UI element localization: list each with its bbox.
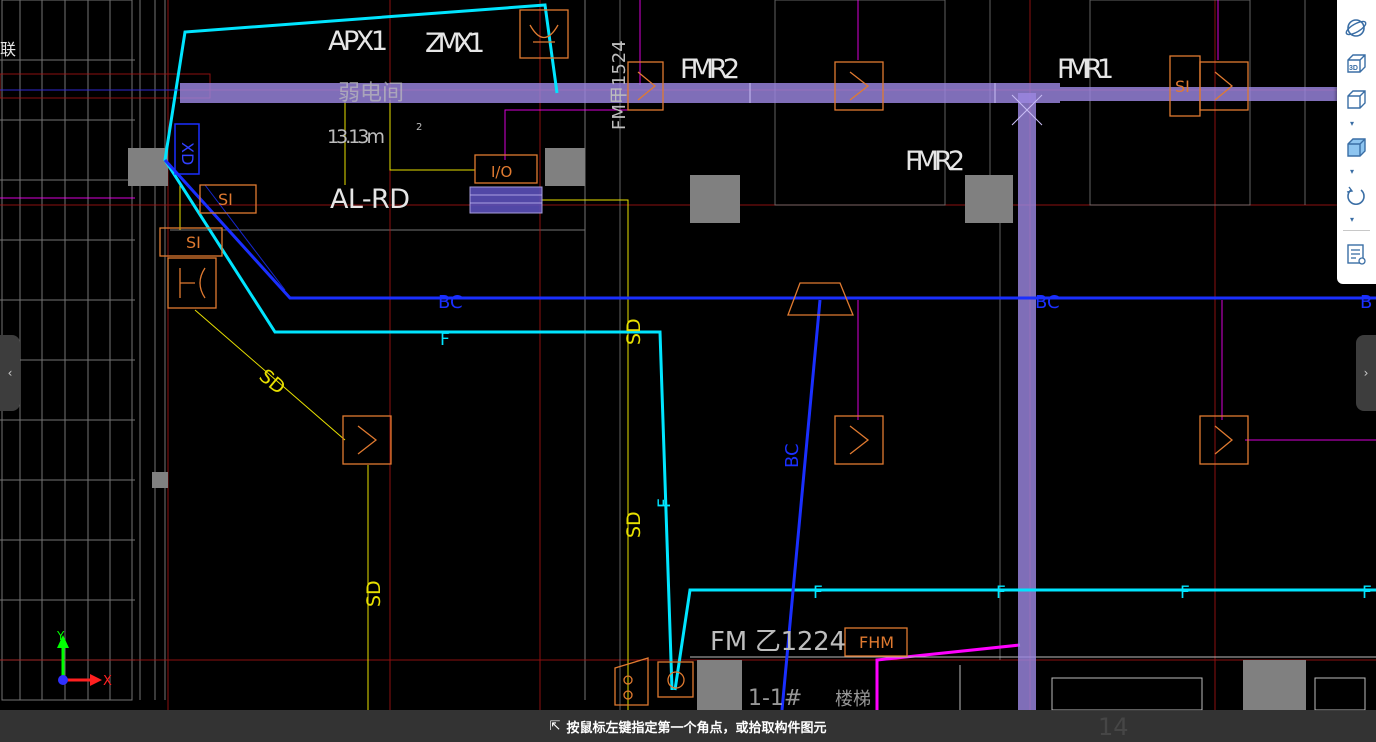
- label-fm1524: FM甲1524: [609, 40, 630, 130]
- 3d-view-button[interactable]: 3D: [1342, 50, 1370, 78]
- io-hatch: [469, 186, 543, 214]
- label-si-b: SI: [186, 233, 201, 252]
- column-blocks: [128, 148, 1306, 710]
- ucs-axis-icon: [57, 635, 102, 686]
- label-sd-v1: SD: [623, 318, 645, 345]
- magenta-pipe-lower: [875, 643, 1021, 710]
- wireframe-view-dropdown[interactable]: ▾: [1350, 119, 1355, 128]
- label-f-vertical: F: [655, 498, 675, 508]
- label-fhm: FHM: [859, 633, 894, 652]
- label-bc-2: BC: [1035, 292, 1060, 313]
- label-sd-diag: SD: [255, 365, 290, 399]
- label-stair: 楼梯: [835, 689, 871, 710]
- wireframe-cube-icon: [1347, 90, 1366, 109]
- structure-lines: [619, 0, 1306, 710]
- solid-cube-icon: [1347, 138, 1366, 157]
- label-si-a: SI: [218, 190, 233, 209]
- navy-lines: [0, 89, 286, 291]
- view-toolbar: 3D ▾ ▾ ▾: [1337, 0, 1376, 284]
- air-duct: [180, 83, 1350, 710]
- equipment-symbols: [159, 9, 1249, 706]
- solid-view-dropdown[interactable]: ▾: [1350, 167, 1355, 176]
- label-area: 13.13m: [327, 126, 385, 148]
- select-corner-icon: ⇱: [549, 718, 561, 734]
- io-hatch-lines: [470, 194, 542, 204]
- label-area-sup: 2: [416, 122, 422, 133]
- properties-icon: [1347, 244, 1366, 265]
- solid-view-button[interactable]: [1342, 134, 1370, 162]
- left-grid-lines: [0, 0, 586, 701]
- orbit-button[interactable]: [1342, 14, 1370, 42]
- command-prompt-text: 按鼠标左键指定第一个角点，或拾取构件图元: [566, 719, 827, 735]
- blue-pipe-bc: [163, 158, 1376, 711]
- label-xd: XD: [178, 142, 197, 165]
- right-panel-toggle[interactable]: ›: [1356, 335, 1376, 411]
- label-f-4: F: [1180, 583, 1190, 603]
- label-sd-v3: SD: [363, 580, 385, 607]
- label-fmr2-top: FMR2: [680, 54, 740, 85]
- left-panel-toggle[interactable]: ‹: [0, 335, 20, 411]
- label-stair-num: 1-1#: [748, 686, 802, 711]
- label-f-2: F: [813, 583, 823, 603]
- label-f-5: F: [1362, 583, 1372, 603]
- label-si-c: SI: [1175, 77, 1190, 96]
- label-room-name: 弱电间: [338, 81, 404, 106]
- chevron-left-icon: ‹: [7, 366, 13, 380]
- toolbar-divider: [1343, 230, 1370, 231]
- label-bc-vertical: BC: [782, 443, 803, 468]
- command-prompt-bar: ⇱ 按鼠标左键指定第一个角点，或拾取构件图元: [0, 710, 1376, 742]
- label-bc-3: B: [1360, 292, 1372, 313]
- label-apx1: APX1: [328, 26, 388, 57]
- label-fmr2-mid: FMR2: [905, 146, 965, 177]
- wireframe-view-button[interactable]: [1342, 86, 1370, 114]
- xd-box: [174, 123, 200, 175]
- rotate-dropdown[interactable]: ▾: [1350, 215, 1355, 224]
- yellow-lines: [179, 100, 629, 710]
- label-io: I/O: [491, 163, 512, 181]
- rotate-button[interactable]: [1342, 182, 1370, 210]
- label-sd-v2: SD: [623, 511, 645, 538]
- label-al-rd: AL-RD: [330, 184, 410, 215]
- label-fm1224: FM 乙1224: [710, 627, 846, 657]
- chevron-right-icon: ›: [1363, 366, 1369, 380]
- label-f-1: F: [440, 330, 450, 350]
- rotate-icon: [1346, 186, 1365, 205]
- label-fmr1: FMR1: [1057, 54, 1114, 85]
- orbit-icon: [1345, 19, 1367, 37]
- 3d-view-label: 3D: [1349, 65, 1358, 72]
- label-zmx1: ZMX1: [425, 28, 485, 59]
- axis-label-x: X: [103, 674, 112, 689]
- cyan-pipe-f: [163, 3, 1376, 691]
- label-left-edge: 联: [0, 40, 16, 59]
- properties-button[interactable]: [1342, 240, 1370, 268]
- label-bc-1: BC: [438, 292, 463, 313]
- axis-label-y: Y: [56, 629, 65, 643]
- 3d-view-icon: 3D: [1347, 54, 1366, 73]
- label-f-3: F: [996, 583, 1006, 603]
